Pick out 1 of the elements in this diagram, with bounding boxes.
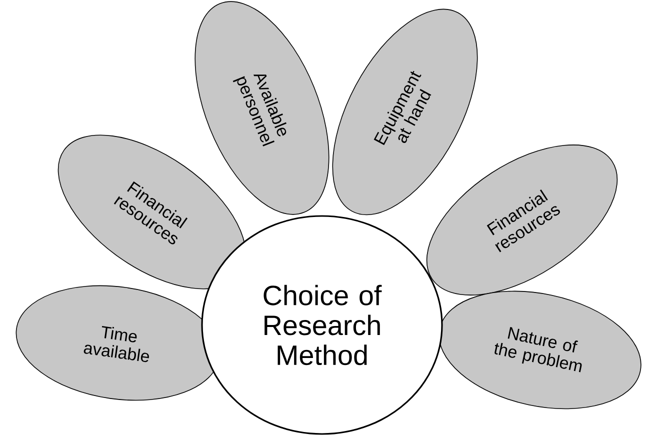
node-label: Choice of Research Method: [264, 284, 382, 366]
